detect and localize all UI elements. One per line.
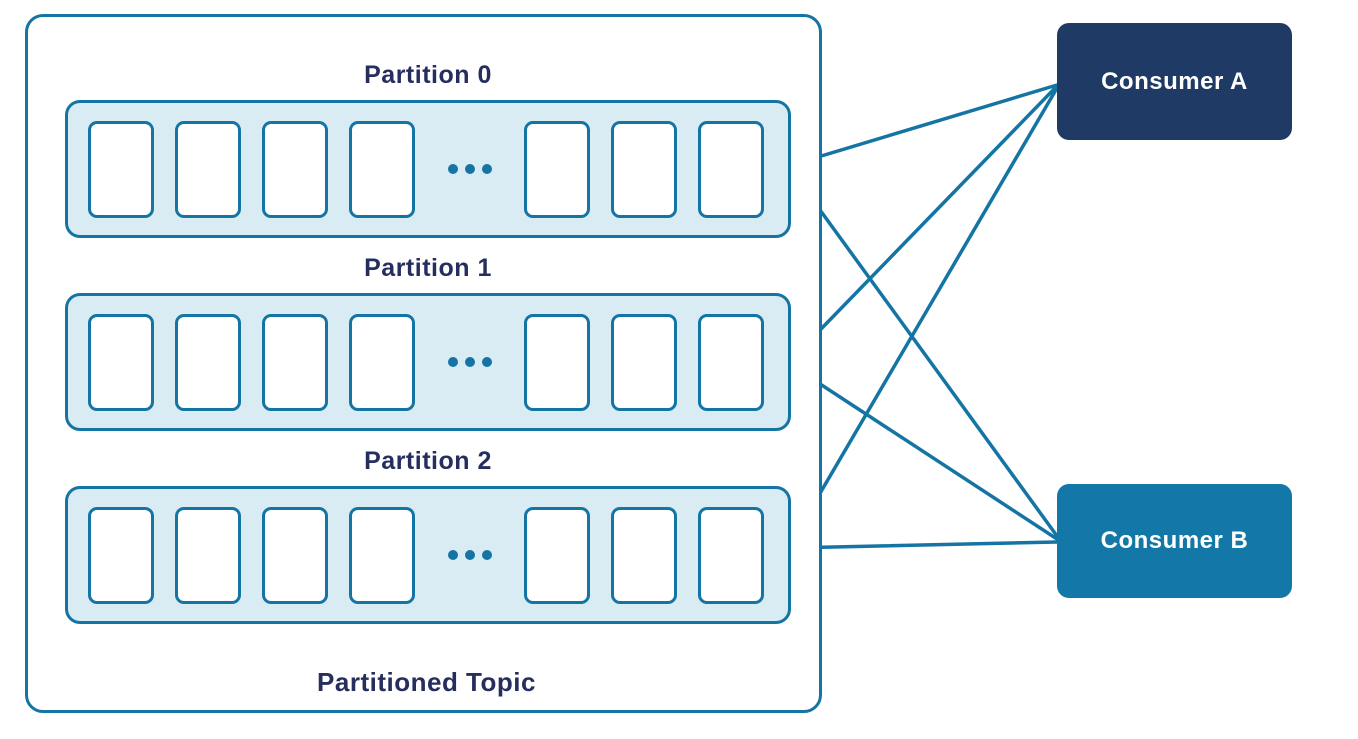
partitioned-topic-label: Partitioned Topic [317, 667, 536, 697]
consumer-a-box: Consumer A [1057, 23, 1292, 140]
partition-1-label: Partition 1 [364, 254, 492, 282]
message-cell [88, 120, 154, 218]
message-cell [698, 506, 764, 604]
connection-p0-consumer-a [786, 83, 1059, 168]
ellipsis-dot [447, 164, 458, 174]
message-cell [524, 313, 590, 411]
ellipsis-dot [464, 164, 475, 174]
ellipsis-dot [464, 357, 475, 367]
ellipsis-dot [447, 357, 458, 367]
message-cell [175, 313, 241, 411]
message-cell [262, 313, 328, 411]
message-cell [698, 313, 764, 411]
message-cell [349, 313, 415, 411]
message-cell [349, 120, 415, 218]
ellipsis-icon [436, 357, 503, 367]
message-cell [175, 120, 241, 218]
message-cell [88, 313, 154, 411]
ellipsis-dot [481, 357, 492, 367]
partition-2-box [65, 486, 791, 624]
connection-p0-consumer-b [786, 164, 1059, 538]
connection-p1-consumer-b [786, 361, 1059, 541]
ellipsis-icon [436, 164, 503, 174]
message-cell [611, 313, 677, 411]
message-cell [349, 506, 415, 604]
ellipsis-dot [481, 164, 492, 174]
ellipsis-icon [436, 550, 503, 560]
message-cell [175, 506, 241, 604]
message-cell [611, 120, 677, 218]
ellipsis-dot [481, 550, 492, 560]
message-cell [524, 120, 590, 218]
partition-2-label: Partition 2 [364, 447, 492, 475]
partition-1-box [65, 293, 791, 431]
partition-0-box [65, 100, 791, 238]
message-cell [88, 506, 154, 604]
ellipsis-dot [464, 550, 475, 560]
message-cell [262, 506, 328, 604]
consumer-b-box: Consumer B [1057, 484, 1292, 598]
message-cell [611, 506, 677, 604]
connection-p2-consumer-b [786, 540, 1059, 550]
ellipsis-dot [447, 550, 458, 560]
message-cell [262, 120, 328, 218]
message-cell [524, 506, 590, 604]
connection-p1-consumer-a [786, 84, 1059, 365]
message-cell [698, 120, 764, 218]
connection-p2-consumer-a [786, 86, 1059, 550]
partitioned-topic-container: Partition 0 Partition 1 [25, 14, 822, 713]
partition-0-label: Partition 0 [364, 61, 492, 89]
